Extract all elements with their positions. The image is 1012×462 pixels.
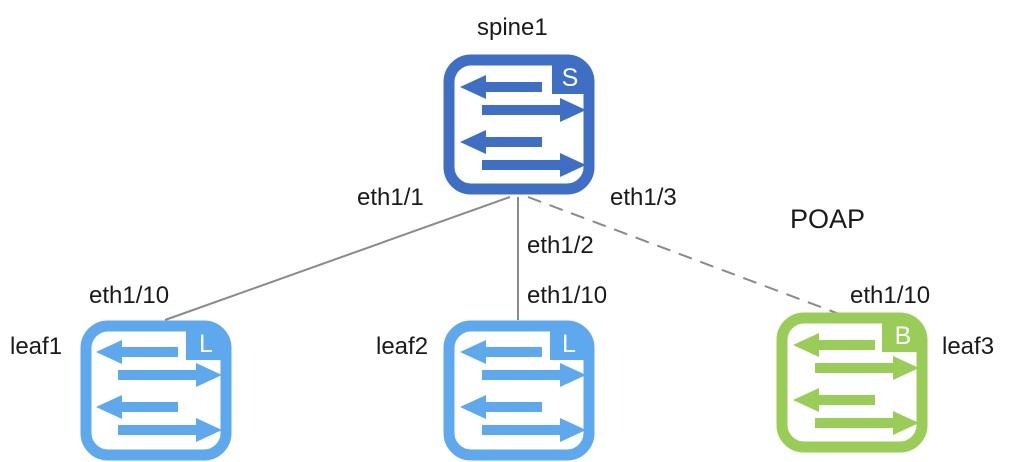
port-label-leaf3-eth1-10: eth1/10 — [850, 282, 931, 309]
badge-leaf3: B — [895, 322, 912, 350]
switch-icon-leaf3[interactable]: B — [776, 312, 928, 453]
switch-icon-leaf1[interactable]: L — [80, 320, 232, 461]
badge-spine1: S — [562, 64, 579, 92]
badge-leaf2: L — [562, 330, 576, 358]
node-label-leaf2: leaf2 — [376, 333, 429, 360]
port-label-leaf1-eth1-10: eth1/10 — [89, 282, 170, 309]
node-label-spine1: spine1 — [477, 14, 548, 41]
port-label-spine1-eth1-2: eth1/2 — [527, 232, 594, 259]
link-spine1-leaf3 — [527, 196, 843, 316]
port-label-spine1-eth1-3: eth1/3 — [610, 184, 677, 211]
node-label-leaf3: leaf3 — [942, 333, 995, 360]
node-label-leaf1: leaf1 — [10, 333, 63, 360]
badge-leaf1: L — [199, 330, 213, 358]
switch-icon-spine1[interactable]: S — [443, 54, 595, 195]
poap-annotation: POAP — [790, 204, 866, 234]
switch-icon-leaf2[interactable]: L — [443, 320, 595, 461]
port-label-spine1-eth1-1: eth1/1 — [357, 184, 424, 211]
port-label-leaf2-eth1-10: eth1/10 — [527, 282, 608, 309]
link-spine1-leaf1 — [164, 196, 511, 321]
